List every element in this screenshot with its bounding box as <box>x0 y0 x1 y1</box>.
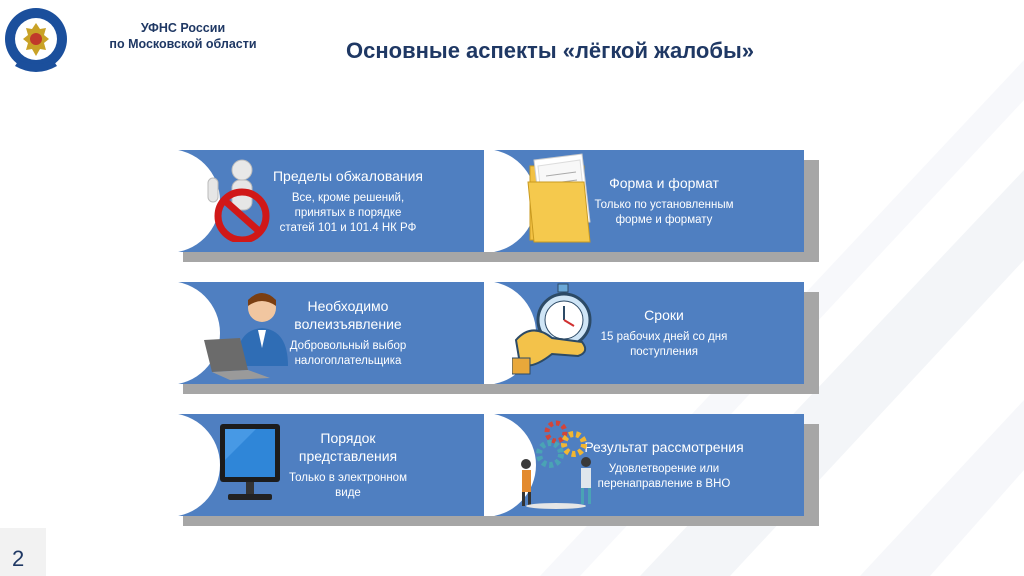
page-number: 2 <box>12 546 25 571</box>
card-title: Необходимо волеизъявление <box>294 298 402 332</box>
card-title: Порядок представления <box>298 430 398 464</box>
card-subtitle: Все, кроме решений, принятых в порядке с… <box>279 191 417 234</box>
card-title: Форма и формат <box>609 175 719 191</box>
card-subtitle: Только в электронном виде <box>289 472 407 499</box>
card-deadlines: Сроки 15 рабочих дней со дня поступления <box>484 282 819 394</box>
person-laptop-icon <box>204 293 288 380</box>
people-gears-icon <box>521 420 591 509</box>
organization-name: УФНС России по Московской области <box>88 20 278 52</box>
folder-documents-icon <box>527 153 591 243</box>
card-title: Пределы обжалования <box>272 167 424 184</box>
card-submission-order: Порядок представления Только в электронн… <box>168 414 503 526</box>
stopwatch-hand-icon <box>512 283 592 375</box>
card-review-result: Результат рассмотрения Удовлетворение ил… <box>484 414 819 526</box>
fns-logo <box>5 8 67 72</box>
org-line-2: по Московской области <box>109 37 257 51</box>
page-number-box: 2 <box>0 528 46 576</box>
card-title: Сроки <box>644 307 684 323</box>
prohibition-figure-icon <box>207 159 270 242</box>
card-subtitle: Добровольный выбор налогоплательщика <box>289 340 407 367</box>
card-subtitle: 15 рабочих дней со дня поступления <box>600 331 728 358</box>
page-title: Основные аспекты «лёгкой жалобы» <box>346 38 754 63</box>
org-line-1: УФНС России <box>140 21 226 35</box>
card-subtitle: Удовлетворение или перенаправление в ВНО <box>597 463 731 490</box>
card-title: Результат рассмотрения <box>584 439 744 455</box>
computer-monitor-icon <box>220 424 280 500</box>
card-subtitle: Только по установленным форме и формату <box>594 199 734 226</box>
